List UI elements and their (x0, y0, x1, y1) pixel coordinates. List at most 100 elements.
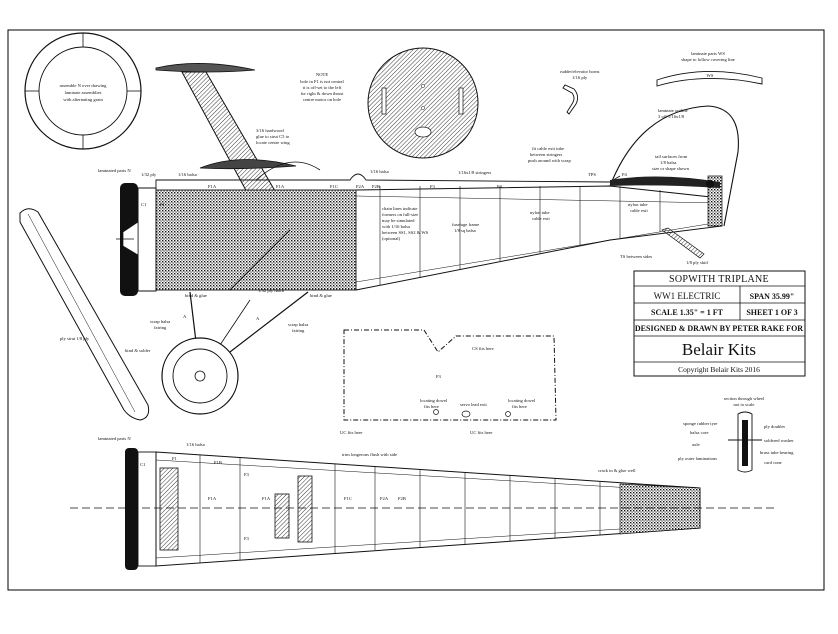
bind-glue-2: bind & glue (310, 293, 332, 298)
tail-note-2: 1/8 balsa (660, 160, 676, 165)
wheel-note-2: not to scale (734, 402, 755, 407)
nylon-1a: nylon tube (530, 210, 550, 215)
plan-f1c: F1C (344, 496, 352, 501)
cable-note-3: push around with scrap (528, 158, 571, 163)
note-line-3: for right & down thrust (301, 91, 345, 96)
plan-balsa: 1/16 balsa (186, 442, 205, 447)
note-line-2: it is off-set to the left (303, 85, 342, 90)
label-tps: TPS (588, 172, 596, 177)
tail-note-1: tail surfaces from (655, 154, 688, 159)
wing-section-top: 3/16 hardwood glue to strut C5 to locate… (155, 63, 297, 221)
former-f1a-1: F1A (208, 184, 217, 189)
plan-laminated-n: laminated parts N (98, 436, 131, 441)
fuselage-plan-view (70, 448, 775, 570)
horn-note-1: rudder/elevator horns (560, 69, 600, 74)
servo-exit: servo lead exit (460, 402, 488, 407)
cable-note-1: fit cable exit tube (532, 146, 564, 151)
drawing-title: SOPWITH TRIPLANE (669, 274, 769, 285)
wheel-right-4: card cone (764, 460, 782, 465)
former-f1a-2: F1A (276, 184, 285, 189)
plan-f3-1: F3 (244, 472, 250, 477)
former-a-2: A (256, 316, 260, 321)
title-block: SOPWITH TRIPLANE WW1 ELECTRIC SPAN 35.99… (633, 270, 806, 377)
laminated-disk: assemble N over drawing laminate assembl… (24, 32, 142, 150)
wheel-note-1: section through wheel (724, 396, 765, 401)
horn-note-2: 1/16 ply (572, 75, 588, 80)
scrap-fairing-2a: scrap balsa (288, 322, 308, 327)
former-f2a: F2A (356, 184, 365, 189)
assemble-note-1: assemble N over drawing (60, 83, 108, 88)
label-balsa-mid: 1/16 balsa (370, 169, 389, 174)
outline-note-2: 3 off 1/16x1/8 (658, 114, 685, 119)
scrap-fairing-1b: fairing (154, 325, 167, 330)
frame-note-1: fuselage frame (452, 222, 479, 227)
cs-f3: F3 (436, 374, 442, 379)
copyright: Copyright Belair Kits 2016 (678, 365, 760, 374)
note-box: NOTE hole in F1 is not central it is off… (300, 72, 344, 102)
label-skid: 1/8 ply skid (686, 260, 708, 265)
control-horn: rudder/elevator horns 1/16 ply (560, 69, 600, 115)
wheel-left-3: axle (692, 442, 700, 447)
chain-note-3: may be simulated (382, 218, 415, 223)
former-f1c: F1C (330, 184, 338, 189)
ply-hatch: 1/32 ply hatch (258, 288, 285, 293)
former-f1: F1 (160, 202, 166, 207)
dowel-left-1: locating dowel (420, 398, 448, 403)
label-laminated-n-side: laminated parts N (98, 168, 131, 173)
nylon-2b: cable exit (630, 208, 648, 213)
plan-f1b: F1B (214, 460, 222, 465)
plan-crack: crack in & glue well (598, 468, 636, 473)
note-line-1: hole in F1 is not central (300, 79, 344, 84)
plan-trim: trim longerons flush with side (342, 452, 397, 457)
assemble-note-3: with alternating grain (63, 97, 103, 102)
uc-right: UC fits here (470, 430, 492, 435)
former-a-1: A (183, 314, 187, 319)
dowel-right-1: locating dowel (508, 398, 536, 403)
plan-f1a-2: F1A (262, 496, 271, 501)
plan-f2b: F2B (398, 496, 406, 501)
plan-f3-2: F3 (244, 536, 250, 541)
plan-f1a-1: F1A (208, 496, 217, 501)
wheel-right-2: soldered washer (764, 438, 794, 443)
label-balsa-top: 1/16 balsa (178, 172, 197, 177)
wheel-right-1: ply doubler (764, 424, 786, 429)
undercarriage (161, 291, 309, 415)
assemble-note-2: laminate assemblies (65, 90, 102, 95)
firewall-disk (367, 47, 479, 159)
frame-note-2: 1/8 sq balsa (454, 228, 476, 233)
nylon-1b: cable exit (532, 216, 550, 221)
drawing-sheet-number: SHEET 1 OF 3 (746, 308, 797, 317)
former-p4: P4 (622, 172, 628, 177)
scrap-fairing-2b: fairing (292, 328, 305, 333)
hardwood-note-3: locate centre wing (256, 140, 290, 145)
cable-note-2: between stringers (530, 152, 562, 157)
interplane-strut: ply strut 1/8 ply (19, 208, 150, 421)
tail-note-3: size or shape shown (652, 166, 690, 171)
former-f3: F3 (430, 184, 436, 189)
fuselage-side-view (116, 105, 739, 296)
scrap-fairing-1a: scrap balsa (150, 319, 170, 324)
sheet-border (7, 29, 825, 591)
dowel-right-2: fits here (512, 404, 527, 409)
chain-note-5: between SS1, SS2 & WS (382, 230, 429, 236)
hardwood-note-1: 3/16 hardwood (256, 128, 284, 133)
chain-note-2: formers on full-size (382, 212, 418, 217)
label-stringers: 1/16x1/8 stringers (458, 170, 492, 175)
former-f2b: F2B (372, 184, 380, 189)
laminate-ws: laminate parts WS shape to follow coveri… (656, 51, 763, 87)
hardwood-note-2: glue to strut C5 to (256, 134, 290, 139)
former-c1: C1 (141, 202, 147, 207)
drawing-designer: DESIGNED & DRAWN BY PETER RAKE FOR (635, 324, 803, 333)
wheel-section: section through wheel not to scale spong… (678, 396, 794, 473)
bind-glue-1: bind & glue (185, 293, 207, 298)
label-ply-front: 1/32 ply (141, 172, 157, 177)
chain-note-1: chain lines indicate (382, 206, 417, 211)
strut-label: ply strut 1/8 ply (60, 336, 90, 341)
note-line-4: centre motor on hole (303, 97, 341, 102)
cs-plate: CS fits here F3 locating dowel fits here… (340, 329, 557, 435)
bind-solder: bind & solder (125, 348, 151, 353)
chain-note-6: (optional) (382, 236, 401, 241)
uc-left: UC fits here (340, 430, 362, 435)
wheel-left-4: ply outer laminations (678, 456, 717, 461)
